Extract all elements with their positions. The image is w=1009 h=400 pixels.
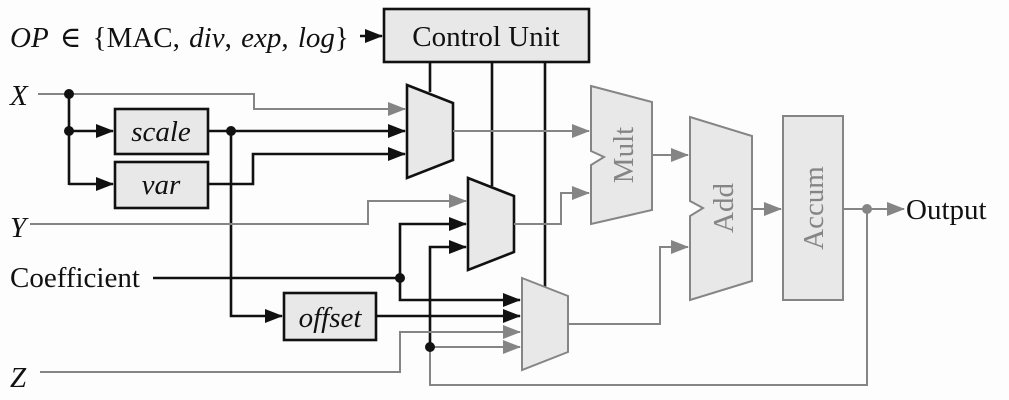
var-to-mux1-wire: [208, 147, 406, 186]
y-to-mux2-wire: [30, 194, 467, 225]
junction-dot: [64, 89, 74, 99]
mux-3: [521, 276, 569, 372]
input-y-label: Y: [10, 212, 29, 244]
x-to-mux1-wire: [38, 93, 406, 116]
offset-label: offset: [299, 302, 363, 334]
control-unit-label: Control Unit: [412, 21, 559, 53]
feedback-to-mux2-wire: [428, 240, 467, 347]
accum-block: Accum: [782, 115, 844, 301]
control-unit-block: Control Unit: [382, 7, 591, 64]
feedback-loop-wire: [429, 209, 868, 386]
coefficient-to-mux3-wire: [398, 278, 521, 307]
scale-block: scale: [113, 107, 210, 156]
output-label: Output: [906, 194, 987, 226]
coefficient-to-mux2-wire: [398, 217, 467, 278]
input-x-label: X: [9, 80, 29, 112]
add-label: Add: [708, 183, 740, 233]
offset-block: offset: [282, 291, 378, 342]
scale-to-offset-wire: [229, 131, 283, 323]
junction-dot: [862, 204, 872, 214]
mux3-to-add-wire: [568, 240, 689, 325]
mult-label: Mult: [608, 127, 640, 183]
input-z-label: Z: [10, 362, 27, 394]
scale-label: scale: [131, 116, 191, 148]
add-block: Add: [689, 115, 753, 302]
mux-1: [405, 83, 455, 180]
junction-dot: [395, 273, 405, 283]
input-coefficient-label: Coefficient: [10, 262, 140, 294]
junction-dot: [64, 126, 74, 136]
var-block: var: [113, 160, 210, 210]
junction-dot: [425, 342, 435, 352]
mult-block: Mult: [590, 84, 653, 226]
accum-label: Accum: [798, 166, 830, 250]
var-label: var: [142, 169, 181, 201]
z-to-mux3-wire: [40, 325, 521, 373]
op-expression: OP ∈ {MAC, div, exp, log}: [10, 22, 349, 54]
mux-2: [466, 176, 516, 272]
mux2-to-mult-wire: [514, 186, 590, 225]
